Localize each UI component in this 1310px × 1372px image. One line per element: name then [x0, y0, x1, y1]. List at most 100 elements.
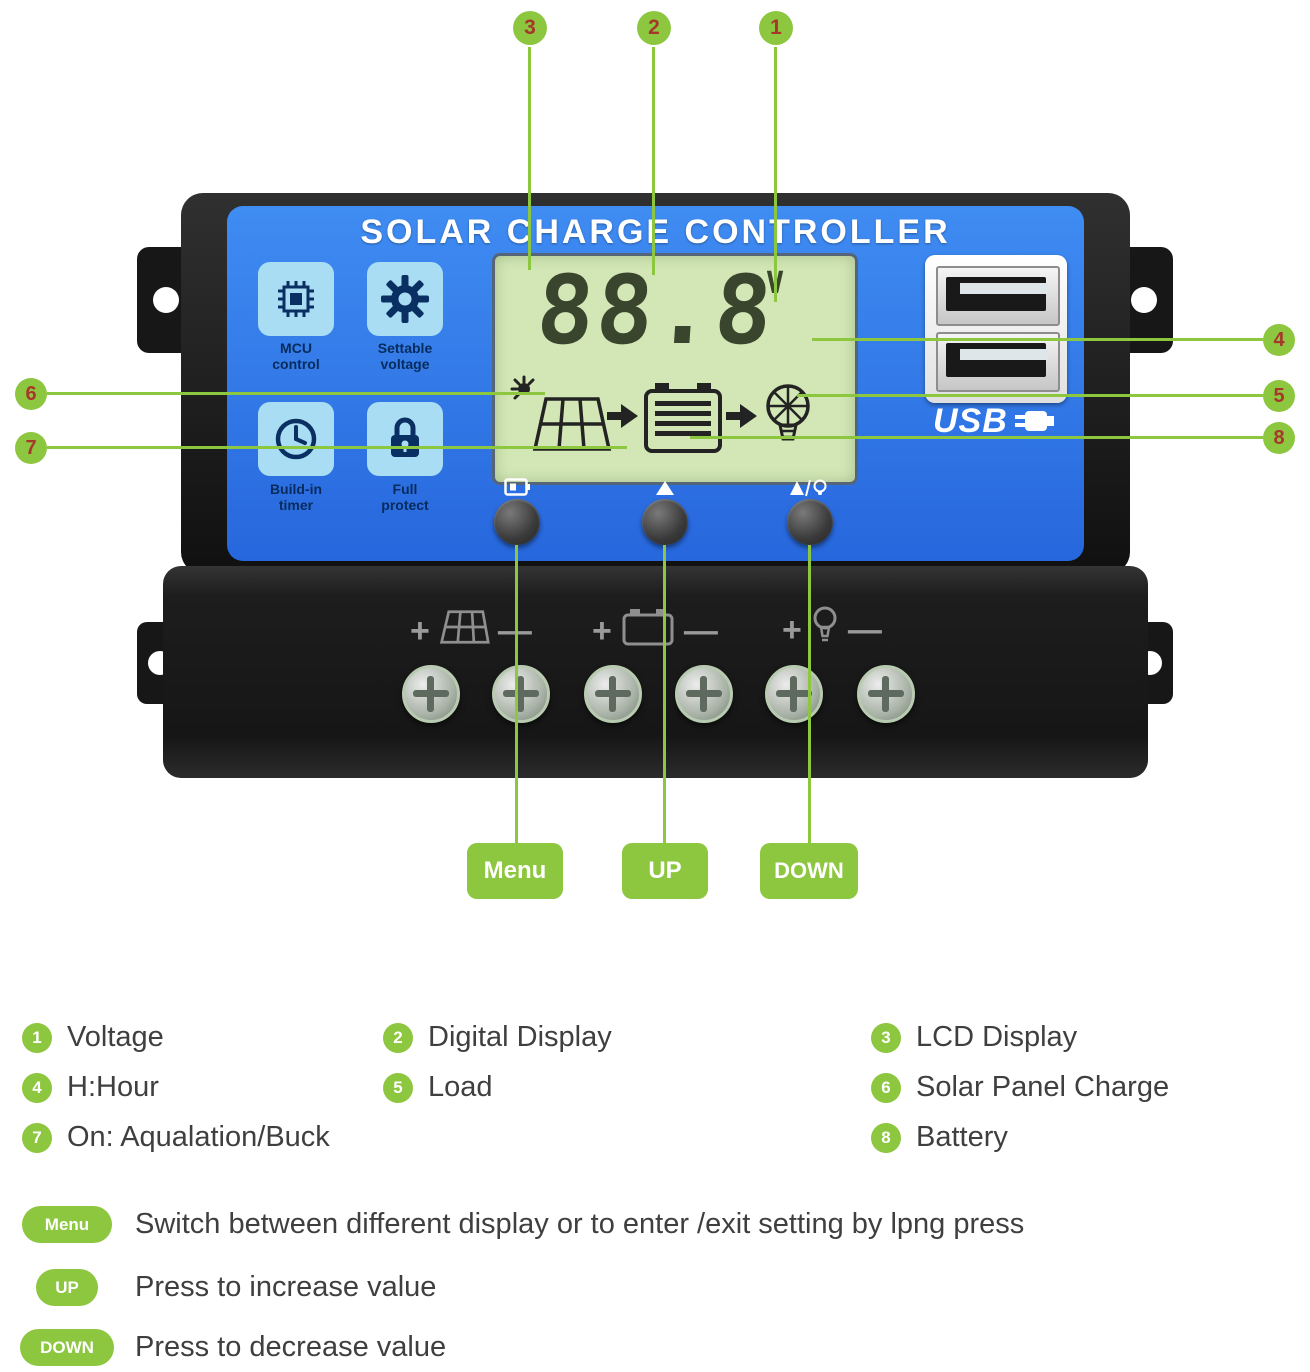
triangle-bulb-icon	[789, 478, 831, 498]
menu-button	[494, 499, 540, 545]
legend-label: Digital Display	[428, 1021, 612, 1053]
callout-line-6	[47, 392, 545, 395]
up-instruction: Press to increase value	[135, 1271, 437, 1303]
plus-sign: +	[782, 611, 802, 649]
terminal-group-load: + —	[782, 606, 882, 655]
legend-item-battery: 8 Battery	[871, 1121, 1008, 1154]
legend-label: LCD Display	[916, 1021, 1078, 1053]
menu-instruction: Switch between different display or to e…	[135, 1208, 1025, 1240]
legend-number: 4	[22, 1072, 52, 1103]
terminal-block	[163, 566, 1148, 778]
gear-icon	[381, 275, 429, 323]
feature-label-line: protect	[381, 497, 429, 513]
battery-icon	[643, 383, 723, 460]
callout-1: 1	[759, 11, 793, 45]
terminal-screw	[584, 665, 642, 723]
battery-icon	[622, 608, 674, 655]
legend-number: 6	[871, 1072, 901, 1103]
up-label: UP	[622, 843, 708, 899]
feature-label-timer: Build-in timer	[241, 481, 351, 513]
feature-label-protect: Full protect	[350, 481, 460, 513]
terminal-group-battery: + —	[592, 608, 718, 655]
down-button	[787, 499, 833, 545]
callout-line-3	[528, 47, 531, 270]
feature-label-line: Build-in	[269, 481, 323, 497]
mcu-chip-icon	[278, 281, 314, 317]
usb-tongue	[960, 349, 1048, 360]
usb-port	[936, 332, 1060, 392]
legend-label: Load	[428, 1071, 493, 1103]
feature-label-line: timer	[278, 497, 314, 513]
plus-sign: +	[592, 612, 612, 650]
legend-item-hour: 4 H:Hour	[22, 1071, 159, 1104]
up-connector-line	[663, 545, 666, 843]
menu-label: Menu	[467, 843, 563, 899]
legend-number: 1	[22, 1022, 52, 1053]
feature-box-settable-voltage	[367, 262, 443, 336]
legend-item-load: 5 Load	[383, 1071, 493, 1104]
feature-box-timer	[258, 402, 334, 476]
lcd-voltage-value: 88.8	[533, 256, 778, 366]
usb-slot	[946, 343, 1048, 377]
legend-label: Voltage	[67, 1021, 164, 1053]
usb-port	[936, 266, 1060, 326]
solar-panel-icon	[438, 608, 490, 655]
callout-8: 8	[1263, 422, 1295, 454]
legend-item-equalization: 7 On: Aqualation/Buck	[22, 1121, 330, 1154]
callout-3: 3	[513, 11, 547, 45]
down-label: DOWN	[760, 843, 858, 899]
callout-2: 2	[637, 11, 671, 45]
legend-number: 7	[22, 1122, 52, 1153]
feature-box-protect	[367, 402, 443, 476]
terminal-screw	[675, 665, 733, 723]
legend-number: 8	[871, 1122, 901, 1153]
callout-6: 6	[15, 378, 47, 410]
minus-sign: —	[847, 611, 882, 649]
plus-sign: +	[410, 612, 430, 650]
minus-sign: —	[683, 612, 718, 650]
legend-label: H:Hour	[67, 1071, 159, 1103]
legend-item-digital-display: 2 Digital Display	[383, 1021, 612, 1054]
down-pill: DOWN	[20, 1329, 114, 1366]
feature-label-line: Full	[392, 481, 418, 497]
terminal-screw	[492, 665, 550, 723]
legend-item-lcd-display: 3 LCD Display	[871, 1021, 1077, 1054]
callout-line-2	[652, 47, 655, 275]
light-bulb-icon	[760, 380, 816, 459]
down-connector-line	[808, 545, 811, 843]
callout-line-1	[774, 47, 777, 302]
up-button	[642, 499, 688, 545]
up-triangle-icon	[655, 480, 675, 496]
usb-tongue	[960, 283, 1048, 294]
usb-logo: USB	[933, 402, 1008, 440]
terminal-screw	[402, 665, 460, 723]
feature-label-line: MCU	[280, 340, 312, 356]
device-title: SOLAR CHARGE CONTROLLER	[360, 213, 951, 251]
battery-symbol-icon	[504, 478, 530, 496]
feature-label-mcu: MCU control	[241, 340, 351, 372]
callout-line-5	[797, 394, 1263, 397]
up-pill: UP	[36, 1269, 98, 1306]
feature-label-line: control	[272, 356, 320, 372]
terminal-group-solar: + —	[410, 608, 532, 655]
callout-7: 7	[15, 432, 47, 464]
callout-line-8	[690, 436, 1263, 439]
feature-box-mcu	[258, 262, 334, 336]
usb-plug-icon	[1013, 408, 1055, 439]
usb-slot	[946, 277, 1048, 311]
legend-label: On: Aqualation/Buck	[67, 1121, 330, 1153]
legend-label: Solar Panel Charge	[916, 1071, 1170, 1103]
feature-label-settable-voltage: Settable voltage	[350, 340, 460, 372]
lock-icon	[391, 417, 419, 457]
callout-line-7	[47, 446, 627, 449]
terminal-screw	[765, 665, 823, 723]
clock-icon	[275, 418, 317, 460]
legend-number: 5	[383, 1072, 413, 1103]
legend-number: 3	[871, 1022, 901, 1053]
legend-item-voltage: 1 Voltage	[22, 1021, 164, 1054]
callout-4: 4	[1263, 324, 1295, 356]
minus-sign: —	[498, 612, 532, 651]
mounting-hole	[153, 287, 179, 313]
terminal-screw	[857, 665, 915, 723]
